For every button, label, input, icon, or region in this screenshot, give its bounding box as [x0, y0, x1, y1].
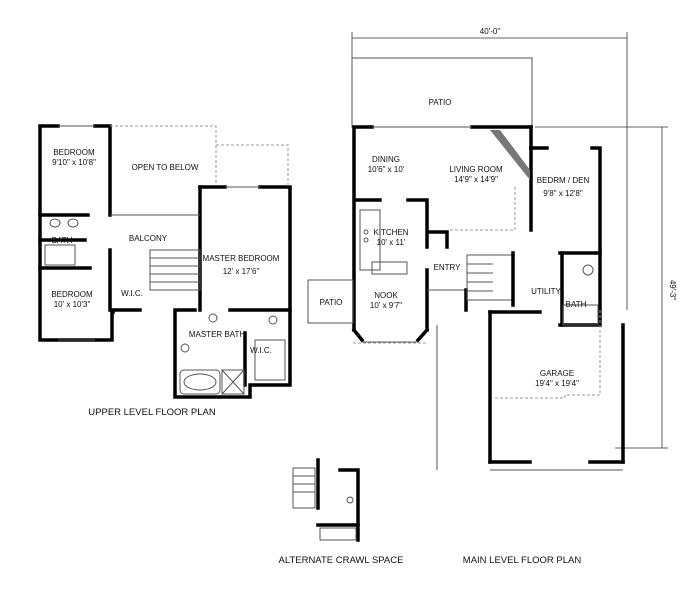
- room-label-entry: ENTRY: [434, 263, 462, 272]
- room-label-master-bath: MASTER BATH: [189, 330, 246, 339]
- room-size-bedroom-1: 9'10" x 10'8": [52, 158, 96, 167]
- room-label-bedroom-2: BEDROOM: [51, 290, 93, 299]
- main-level-plan: 40'-0" 49'-3": [307, 27, 677, 566]
- room-label-balcony: BALCONY: [129, 234, 168, 243]
- room-label-patio-rear: PATIO: [429, 98, 452, 107]
- room-size-living-room: 14'9" x 14'9": [454, 175, 498, 184]
- room-size-bedroom-2: 10' x 10'3": [54, 300, 91, 309]
- alternate-crawl-space-title: ALTERNATE CRAWL SPACE: [279, 555, 404, 566]
- room-size-nook: 10' x 9'7": [370, 301, 402, 310]
- room-size-dining: 10'6" x 10': [368, 165, 405, 174]
- upper-walls: [38, 124, 292, 399]
- room-size-master-bedroom: 12' x 17'6": [223, 267, 260, 276]
- room-size-kitchen: 10' x 11': [377, 238, 406, 247]
- room-label-patio-side: PATIO: [320, 298, 343, 307]
- room-label-wic-2: W.I.C.: [250, 346, 272, 355]
- room-label-bath-main: BATH: [566, 300, 587, 309]
- upper-level-plan: BEDROOM 9'10" x 10'8" OPEN TO BELOW BATH…: [38, 124, 292, 418]
- room-label-living-room: LIVING ROOM: [449, 165, 503, 174]
- main-walls: [307, 57, 625, 471]
- room-label-garage: GARAGE: [540, 369, 574, 378]
- upper-level-title: UPPER LEVEL FLOOR PLAN: [88, 407, 216, 418]
- main-level-title: MAIN LEVEL FLOOR PLAN: [463, 555, 582, 566]
- alternate-crawl-space-plan: ALTERNATE CRAWL SPACE: [279, 458, 404, 566]
- room-label-wic-1: W.I.C.: [121, 289, 143, 298]
- room-label-bedroom-1: BEDROOM: [53, 148, 95, 157]
- room-label-dining: DINING: [372, 155, 400, 164]
- depth-dimension: 49'-3": [668, 280, 677, 301]
- room-label-utility: UTILITY: [531, 287, 561, 296]
- room-label-kitchen: KITCHEN: [373, 228, 408, 237]
- room-size-garage: 19'4" x 19'4": [535, 379, 579, 388]
- room-label-master-bedroom: MASTER BEDROOM: [203, 254, 280, 263]
- room-label-bedrm-den: BEDRM / DEN: [537, 176, 590, 185]
- room-size-bedrm-den: 9'8" x 12'8": [543, 189, 583, 198]
- room-label-nook: NOOK: [374, 291, 398, 300]
- open-to-below-outline: [110, 125, 289, 187]
- room-label-open-to-below: OPEN TO BELOW: [132, 163, 199, 172]
- width-dimension: 40'-0": [480, 27, 501, 36]
- room-label-bath: BATH: [52, 236, 73, 245]
